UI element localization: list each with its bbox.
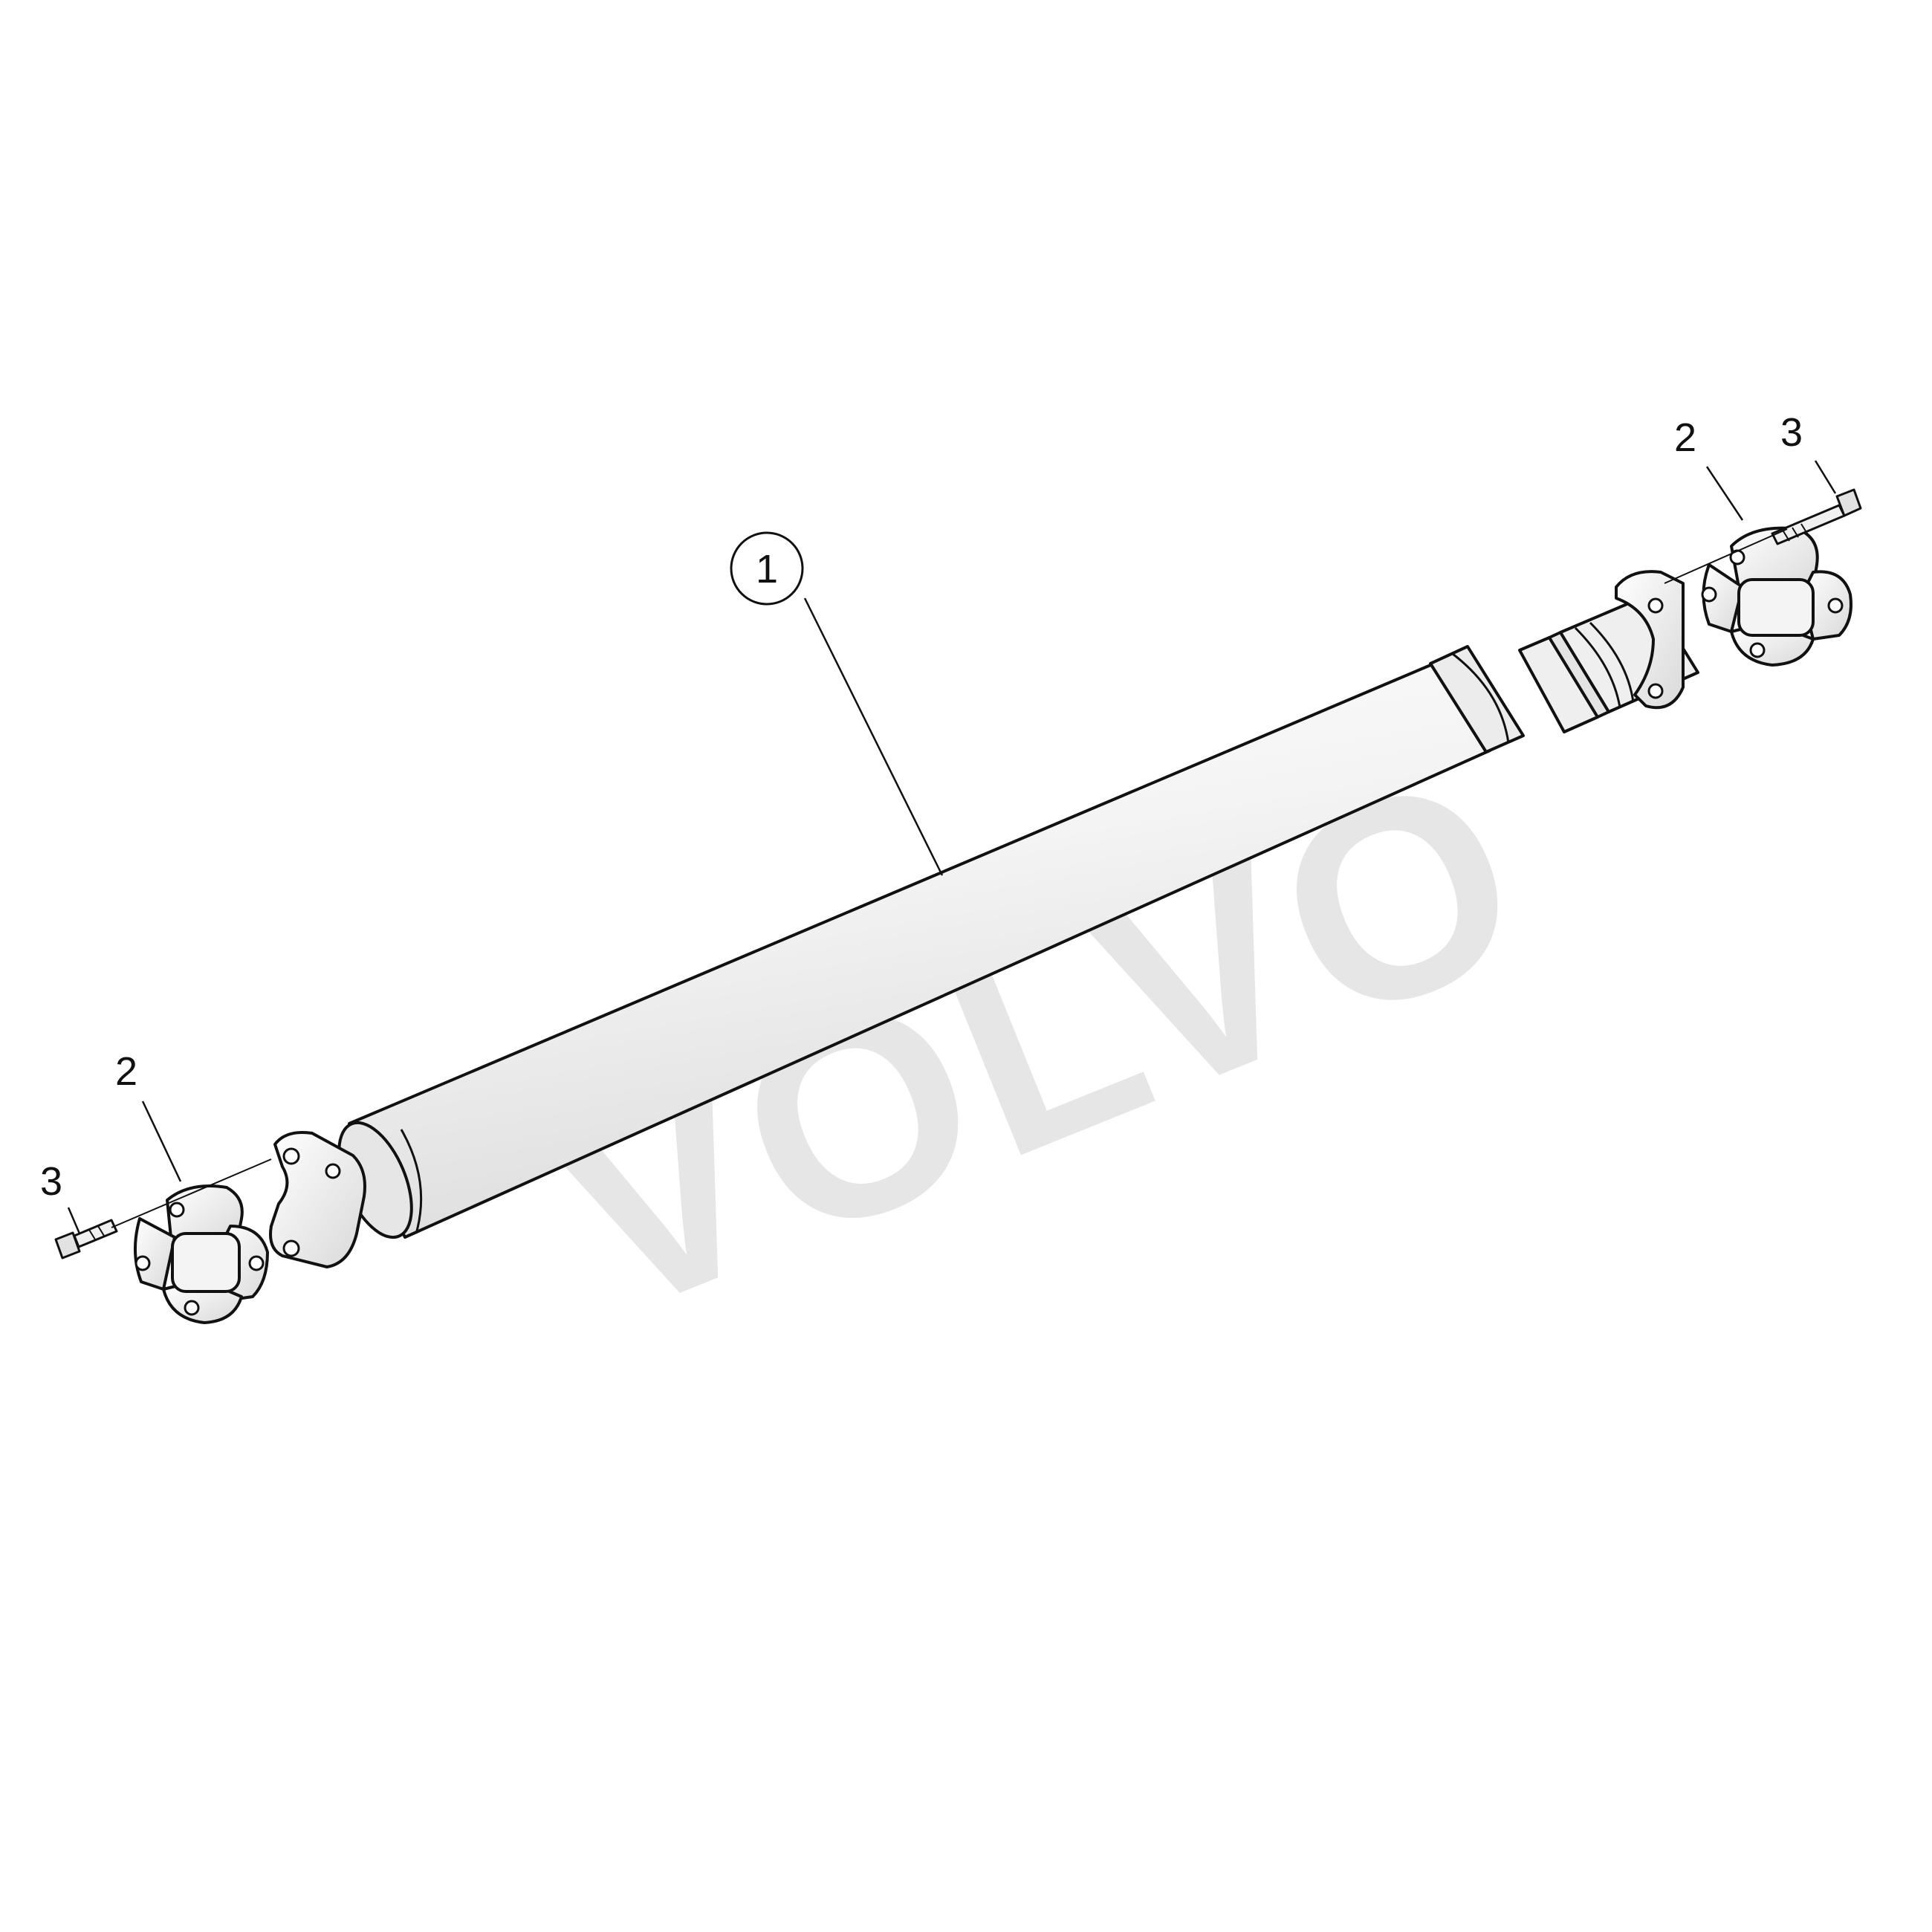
callout-1-label: 1 [756,547,778,591]
callout-3-right-label: 3 [1780,410,1803,455]
callout-3-left-label: 3 [40,1159,62,1204]
bolt-right [1771,488,1862,545]
bolt-left [54,1219,118,1260]
leader-lines [67,460,1837,1234]
callout-1-circle [730,531,804,606]
callout-1: 1 [730,531,804,606]
shaft-yoke-left [269,1131,366,1268]
callout-2-right-label: 2 [1674,415,1696,460]
shaft-yoke-right [1615,570,1685,710]
propeller-shaft [269,570,1699,1268]
alignment-lines [111,528,1788,1228]
callout-2-left-label: 2 [115,1049,137,1094]
universal-joint-left [134,1184,269,1324]
universal-joint-right [1701,526,1852,667]
